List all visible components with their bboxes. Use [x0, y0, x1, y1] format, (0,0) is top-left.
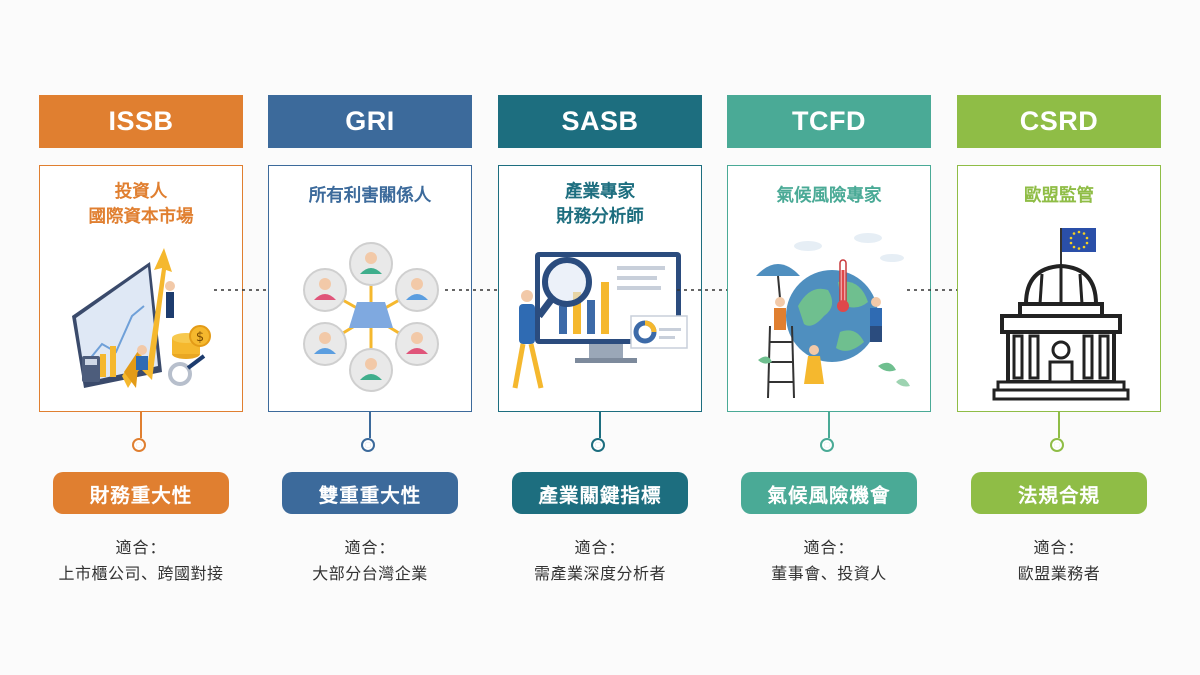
card-title-line: 財務分析師: [556, 207, 644, 227]
column-sasb: SASB 產業專家 財務分析師: [498, 0, 702, 675]
connector-line: [599, 412, 601, 438]
card-title-line: 國際資本市場: [88, 207, 194, 227]
data-analysis-icon: [512, 252, 688, 389]
card-title-line: 氣候風險專家: [776, 186, 882, 206]
fit-value-issb: 上市櫃公司、跨國對接: [58, 564, 224, 583]
fit-value-gri: 大部分台灣企業: [312, 564, 428, 583]
focus-pill-sasb: 產業關鍵指標: [512, 472, 688, 514]
card-csrd: 歐盟監管: [957, 165, 1161, 412]
connector-line: [828, 412, 830, 438]
card-title-line: 產業專家: [565, 182, 635, 202]
header-issb: ISSB: [39, 95, 243, 148]
card-title-line: 投資人: [114, 182, 168, 202]
column-gri: GRI 所有利害關係人: [268, 0, 472, 675]
card-title-tcfd: 氣候風險專家: [728, 184, 930, 209]
column-csrd: CSRD 歐盟監管: [957, 0, 1161, 675]
focus-pill-csrd: 法規合規: [971, 472, 1147, 514]
column-tcfd: TCFD 氣候風險專家: [727, 0, 931, 675]
fit-value-csrd: 歐盟業務者: [1017, 564, 1101, 583]
stakeholder-network-icon: [303, 242, 439, 392]
connector-dot: [132, 438, 146, 452]
card-title-csrd: 歐盟監管: [958, 184, 1160, 209]
connector-line: [369, 412, 371, 438]
card-title-issb: 投資人 國際資本市場: [40, 180, 242, 230]
fit-value-sasb: 需產業深度分析者: [533, 564, 666, 583]
focus-pill-gri: 雙重重大性: [282, 472, 458, 514]
header-sasb: SASB: [498, 95, 702, 148]
connector-dot: [1050, 438, 1064, 452]
card-issb: 投資人 國際資本市場 $: [39, 165, 243, 412]
column-issb: ISSB 投資人 國際資本市場 $: [39, 0, 243, 675]
climate-earth-icon: [756, 233, 910, 399]
connector-dot: [591, 438, 605, 452]
fit-label: 適合：: [574, 538, 626, 557]
fit-label: 適合：: [803, 538, 855, 557]
focus-pill-tcfd: 氣候風險機會: [741, 472, 917, 514]
card-gri: 所有利害關係人: [268, 165, 472, 412]
fit-value-tcfd: 董事會、投資人: [771, 564, 887, 583]
svg-text:$: $: [196, 330, 204, 345]
card-sasb: 產業專家 財務分析師: [498, 165, 702, 412]
card-tcfd: 氣候風險專家: [727, 165, 931, 412]
fit-label: 適合：: [115, 538, 167, 557]
card-title-line: 所有利害關係人: [308, 186, 432, 206]
fit-label: 適合：: [1033, 538, 1085, 557]
connector-dot: [820, 438, 834, 452]
connector-dot: [361, 438, 375, 452]
card-title-sasb: 產業專家 財務分析師: [499, 180, 701, 230]
focus-pill-issb: 財務重大性: [53, 472, 229, 514]
finance-growth-chart-icon: $: [72, 248, 211, 388]
header-csrd: CSRD: [957, 95, 1161, 148]
header-tcfd: TCFD: [727, 95, 931, 148]
eu-government-building-icon: [992, 228, 1130, 401]
fit-label: 適合：: [344, 538, 396, 557]
card-title-line: 歐盟監管: [1024, 186, 1094, 206]
connector-line: [1058, 412, 1060, 438]
connector-line: [140, 412, 142, 438]
card-title-gri: 所有利害關係人: [269, 184, 471, 209]
header-gri: GRI: [268, 95, 472, 148]
